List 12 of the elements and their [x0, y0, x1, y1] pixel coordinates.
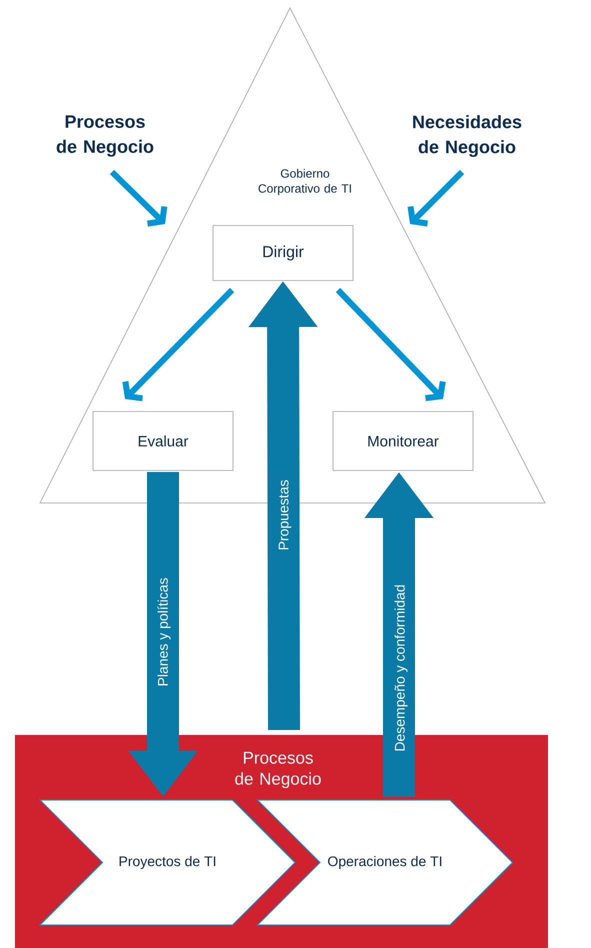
arrow: [122, 288, 234, 402]
edge-label: Planes y políticas: [157, 578, 171, 686]
chevron: Operaciones de TI: [256, 800, 514, 926]
process-box: Evaluar: [92, 411, 234, 471]
heading-text: Necesidades de Negocio: [413, 115, 522, 157]
arrow: [336, 288, 446, 402]
arrow: [408, 170, 464, 226]
process-box: Monitorear: [332, 411, 474, 471]
heading-text: Procesos de Negocio: [56, 115, 154, 157]
arrow: [110, 170, 168, 227]
chevron: Proyectos de TI: [38, 800, 296, 926]
process-box: Dirigir: [212, 225, 354, 281]
